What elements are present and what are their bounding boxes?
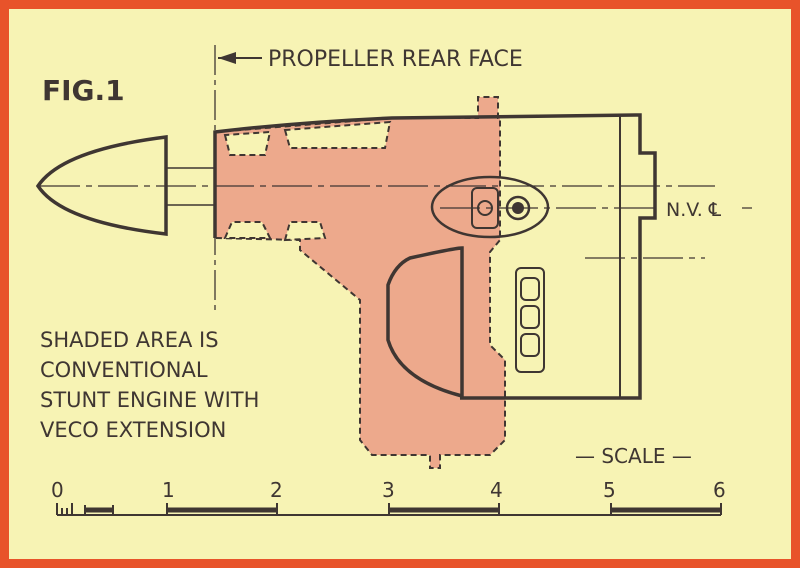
scale-tick-label: 6 [713, 478, 726, 502]
propeller-label: PROPELLER REAR FACE [268, 47, 523, 72]
exhaust-port [520, 305, 540, 329]
centerline-label: N.V. ℄ [666, 199, 722, 221]
exhaust-stack [515, 267, 545, 373]
exhaust-port [520, 277, 540, 301]
scale-tick-label: 1 [162, 478, 175, 502]
extension-housing-outline [213, 113, 657, 400]
scale-tick-label: 4 [490, 478, 503, 502]
scale-bar [56, 503, 722, 516]
note-line: SHADED AREA IS [40, 328, 219, 352]
scale-title: — SCALE — [575, 444, 692, 468]
arrowhead-icon [218, 52, 236, 64]
upper-fin-cutouts [223, 120, 392, 156]
note-line: STUNT ENGINE WITH [40, 388, 259, 412]
scale-tick-label: 5 [603, 478, 616, 502]
prop-shaft [166, 167, 215, 206]
scale-tick-label: 3 [382, 478, 395, 502]
note-line: VECO EXTENSION [40, 418, 226, 442]
intake-venturi [430, 175, 550, 239]
figure-title: FIG.1 [42, 74, 125, 107]
scale-tick-label: 2 [270, 478, 283, 502]
exhaust-port [520, 333, 540, 357]
lower-fin-cutouts [223, 221, 327, 242]
spinner [35, 135, 168, 236]
scale-tick-label: 0 [51, 478, 64, 502]
crankcase-outline [386, 246, 464, 399]
note-line: CONVENTIONAL [40, 358, 208, 382]
